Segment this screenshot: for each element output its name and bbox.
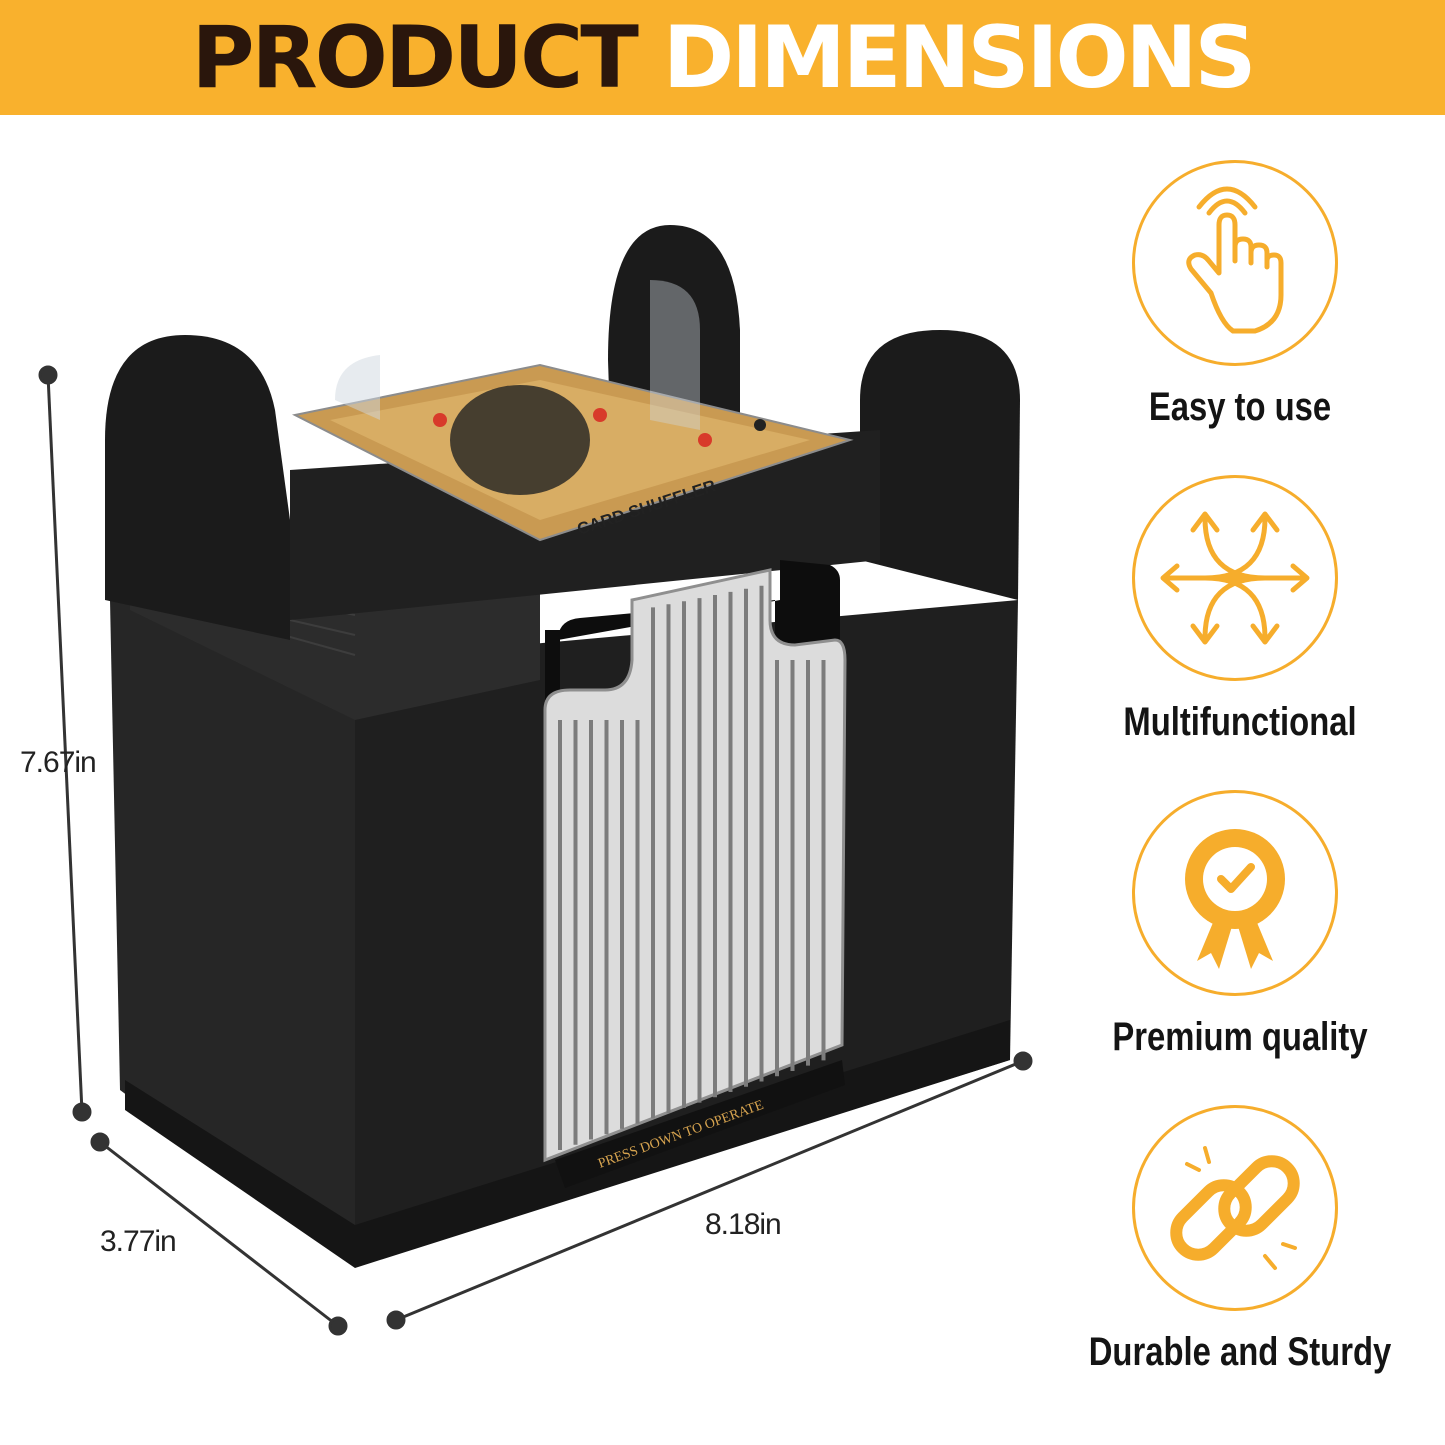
depth-dimension-line [90, 1132, 348, 1336]
width-dimension-label: 8.18in [705, 1208, 782, 1241]
touch-hand-icon [1186, 186, 1284, 334]
feature-easy-to-use: Easy to use [1060, 150, 1420, 450]
depth-dimension-label: 3.77in [100, 1225, 177, 1258]
front-card-gate [543, 568, 847, 1163]
feature-icon-circle [1132, 475, 1338, 681]
page-title: PRODUCT DIMENSIONS [192, 15, 1257, 101]
feature-durable-and-sturdy: Durable and Sturdy [1060, 1095, 1420, 1395]
title-banner: PRODUCT DIMENSIONS [0, 0, 1445, 115]
feature-icon-circle [1132, 1105, 1338, 1311]
height-dimension-label: 7.67in [20, 746, 97, 779]
feature-premium-quality: Premium quality [1060, 780, 1420, 1080]
feature-multifunctional: Multifunctional [1060, 465, 1420, 765]
card-shuffler-illustration: CARD SHUFFLER PRESS DOWN TO OPERATE [38, 225, 1033, 1336]
card-dispenser-opening [545, 560, 840, 700]
width-dimension-line [386, 1051, 1033, 1330]
feature-icon-circle [1132, 790, 1338, 996]
chain-link-icon [1170, 1146, 1300, 1270]
title-word-dimensions: DIMENSIONS [662, 7, 1257, 108]
title-word-product: PRODUCT [191, 7, 639, 108]
shuffler-body [105, 225, 1020, 1268]
feature-label: Durable and Sturdy [1088, 1330, 1392, 1374]
height-dimension-line [38, 365, 92, 1122]
feature-label: Premium quality [1112, 1015, 1368, 1059]
badge-check-icon [1185, 829, 1285, 969]
feature-icon-circle [1132, 160, 1338, 366]
feature-label: Easy to use [1148, 385, 1332, 429]
feature-label: Multifunctional [1123, 700, 1357, 744]
multidirectional-arrows-icon [1160, 511, 1310, 645]
